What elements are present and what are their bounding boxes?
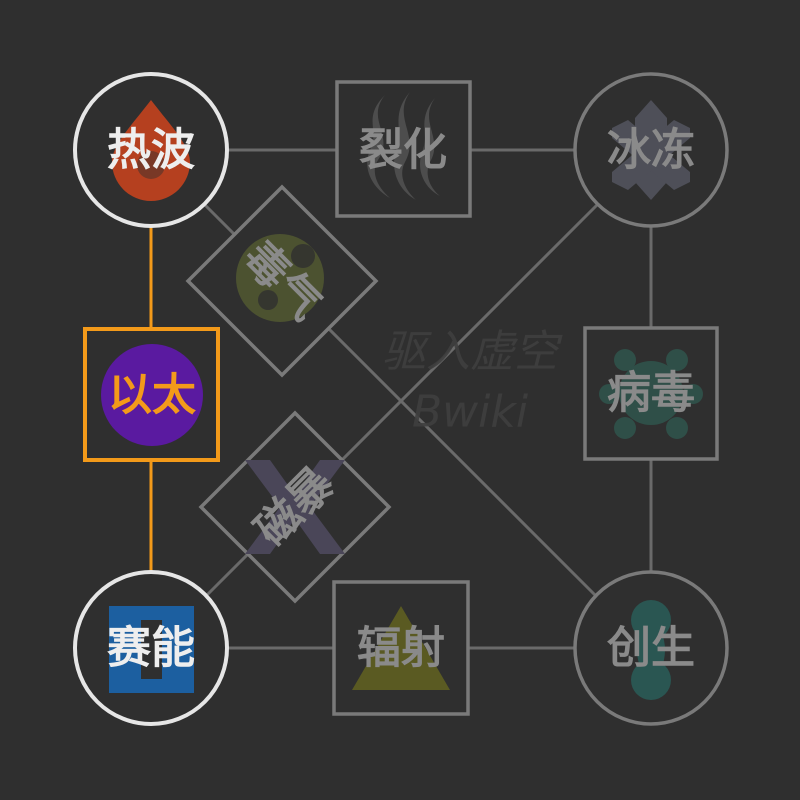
node-heat-wave[interactable]: 热波 [73,72,229,228]
node-label-radiation: 辐射 [357,623,445,674]
node-freeze[interactable]: 冰冻 [573,72,729,228]
node-toxic-gas[interactable]: 毒气 [185,184,379,378]
node-magstorm[interactable]: 磁暴 [198,410,392,604]
genesis-helix-icon [631,600,671,700]
node-virus[interactable]: 病毒 [583,326,719,461]
node-fission[interactable]: 裂化 [335,80,472,218]
ice-crystal-icon [612,100,690,200]
node-genesis[interactable]: 创生 [573,570,729,726]
virus-icon [599,349,703,439]
watermark: 驱入虚空 Bwiki [382,327,563,438]
node-label-ether: 以太 [108,370,196,421]
radiation-triangle-icon [352,606,450,690]
node-label-genesis: 创生 [607,623,695,674]
node-radiation[interactable]: 辐射 [332,580,470,716]
node-label-heat-wave: 热波 [107,125,195,176]
node-label-fission: 裂化 [359,125,447,176]
watermark-line1: 驱入虚空 [382,327,563,378]
connector-lines [149,148,653,650]
flame-drop-icon [112,100,190,201]
node-label-freeze: 冰冻 [607,125,695,176]
node-psionic[interactable]: 赛能 [73,570,229,726]
node-label-psionic: 赛能 [107,623,195,674]
node-label-virus: 病毒 [607,368,695,419]
ether-orb-icon [101,344,203,446]
psi-bars-icon [109,606,194,693]
magnet-x-icon [245,460,345,554]
watermark-line2: Bwiki [412,387,529,438]
vapor-wisps-icon [367,92,440,200]
node-ether[interactable]: 以太 [83,327,220,462]
